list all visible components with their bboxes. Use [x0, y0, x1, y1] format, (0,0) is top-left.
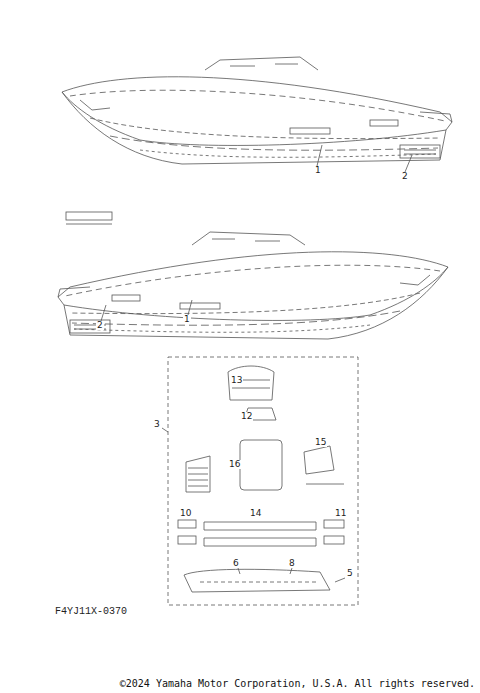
leader-line — [101, 305, 106, 321]
decal-shape — [204, 538, 316, 546]
decal-shape — [184, 569, 330, 592]
callout-number: 15 — [314, 438, 327, 447]
callout-number: 12 — [240, 412, 253, 421]
callout-number: 11 — [334, 509, 347, 518]
copyright-note: ©2024 Yamaha Motor Corporation, U.S.A. A… — [119, 679, 476, 689]
callout-number: 3 — [153, 420, 161, 429]
decal-shape — [304, 446, 334, 474]
callout-number: 2 — [401, 172, 409, 181]
decal-shape — [178, 520, 196, 528]
decal-stripe — [306, 484, 344, 485]
callout-number: 14 — [249, 509, 262, 518]
callout-number: 13 — [230, 376, 243, 385]
decal-shape — [324, 536, 344, 544]
decal-shape — [186, 456, 210, 492]
decal-shape — [204, 522, 316, 530]
leader-line — [188, 300, 192, 315]
decal-shape — [178, 536, 196, 544]
drawing-code: F4YJ11X-0370 — [54, 607, 128, 617]
leader-line — [162, 428, 168, 432]
decal-stripe — [200, 582, 318, 583]
decal-shape — [240, 440, 282, 490]
transom-decal — [66, 212, 112, 220]
callout-number: 8 — [288, 559, 296, 568]
callout-number: 16 — [228, 460, 241, 469]
kit-box — [168, 357, 358, 605]
callout-number: 2 — [96, 321, 104, 330]
callout-number: 5 — [346, 569, 354, 578]
leader-line — [405, 155, 412, 172]
leader-line — [317, 145, 322, 166]
callout-number: 1 — [183, 315, 191, 324]
decal-shape — [324, 520, 344, 528]
transom-decal-line — [66, 224, 112, 225]
callout-number: 1 — [314, 166, 322, 175]
decal-stripe — [188, 468, 208, 486]
leader-line — [238, 568, 345, 582]
callout-number: 10 — [179, 509, 192, 518]
decal-shape — [228, 366, 274, 400]
boat-mirror-view — [58, 232, 448, 339]
callout-number: 6 — [232, 559, 240, 568]
boat-top-view — [62, 57, 452, 164]
